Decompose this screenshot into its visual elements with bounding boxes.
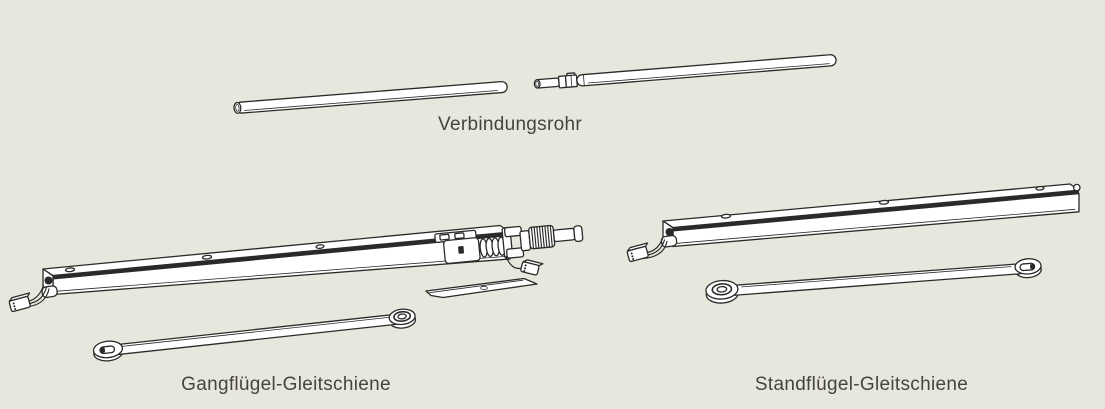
active-rail-cover-plate xyxy=(425,277,538,299)
fixed-leaf-slide-rail-illustration xyxy=(626,183,1081,304)
active-leaf-slide-rail-label: Gangflügel-Gleitschiene xyxy=(181,374,391,395)
rail-screw-tab xyxy=(720,213,732,219)
spindle-end-cap xyxy=(573,225,584,243)
rail-screw-tab xyxy=(878,199,890,205)
rail-screw-tab xyxy=(315,244,325,249)
active-rail-cable-connector xyxy=(505,255,544,276)
knurled-pinion xyxy=(528,224,556,250)
spindle-shaft xyxy=(552,227,576,243)
arm-pivot-boss xyxy=(388,308,416,326)
fixed-leaf-slide-rail-label: Standflügel-Gleitschiene xyxy=(754,374,969,395)
active-leaf-slide-rail-illustration xyxy=(42,224,584,362)
rail-end-pinion xyxy=(44,276,53,285)
active-rail-spindle-mechanism xyxy=(434,224,584,265)
connecting-tube-illustration xyxy=(233,54,837,114)
connecting-tube-right-half xyxy=(533,54,837,89)
spring-coils xyxy=(479,236,506,258)
connecting-tube-left-half xyxy=(233,80,508,114)
rail-end-pinion xyxy=(665,228,674,236)
active-rail-slide-arm xyxy=(92,308,417,362)
fixed-rail-cable-connector xyxy=(626,237,668,263)
connecting-tube-label: Verbindungsrohr xyxy=(438,114,582,135)
fixed-rail-slide-arm xyxy=(705,258,1042,304)
arm-pivot-boss xyxy=(705,279,739,300)
fixed-rail-body xyxy=(660,183,1081,248)
rail-screw-tab xyxy=(64,267,76,273)
rail-screw-tab xyxy=(1035,185,1045,191)
active-rail-end-cable-connector xyxy=(8,276,58,313)
rail-screw-tab xyxy=(201,254,213,260)
rail-end-knob xyxy=(1072,183,1081,192)
